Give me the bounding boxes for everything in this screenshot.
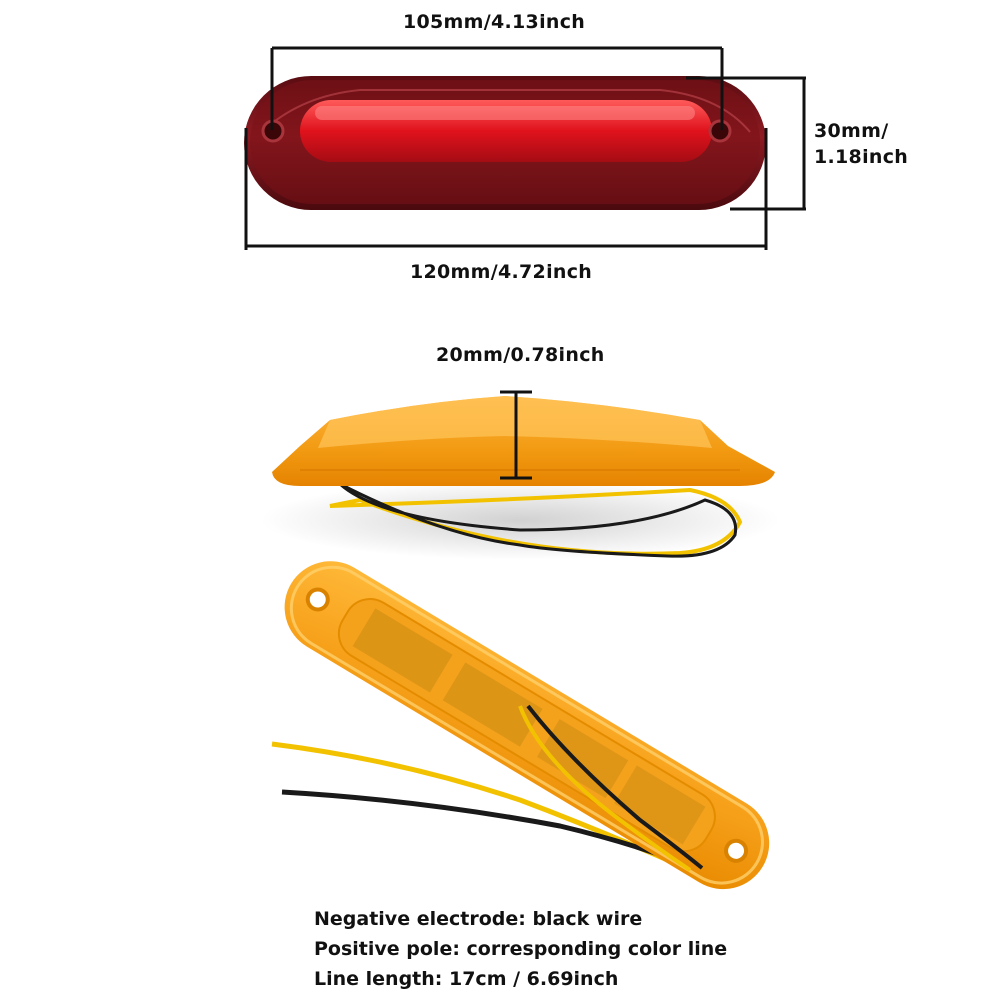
dimension-label-hole-spacing: 105mm/4.13inch: [403, 11, 586, 33]
dimension-label-width-line2: 1.18inch: [814, 146, 909, 168]
dimension-label-height: 20mm/0.78inch: [436, 344, 605, 366]
mounting-hole-right-icon: [708, 119, 732, 143]
mounting-hole-icon: [305, 587, 330, 612]
yellow-wire-side: [329, 487, 743, 556]
wiring-notes: Negative electrode: black wire Positive …: [314, 904, 727, 994]
amber-marker-light-angled: [271, 561, 770, 890]
red-marker-light: [244, 76, 766, 210]
dimension-label-width: 30mm/ 1.18inch: [814, 118, 908, 170]
note-negative-electrode: Negative electrode: black wire: [314, 908, 643, 930]
black-wire-side: [338, 482, 738, 558]
dimension-label-width-line1: 30mm/: [814, 120, 889, 142]
dimension-label-overall-length: 120mm/4.72inch: [410, 261, 593, 283]
note-positive-pole: Positive pole: corresponding color line: [314, 938, 728, 960]
dimension-lines-height: [500, 390, 532, 480]
note-line-length: Line length: 17cm / 6.69inch: [314, 968, 619, 990]
amber-marker-light-side: [260, 396, 780, 560]
mounting-hole-icon: [724, 838, 749, 863]
dimension-lines-top: [244, 46, 806, 250]
